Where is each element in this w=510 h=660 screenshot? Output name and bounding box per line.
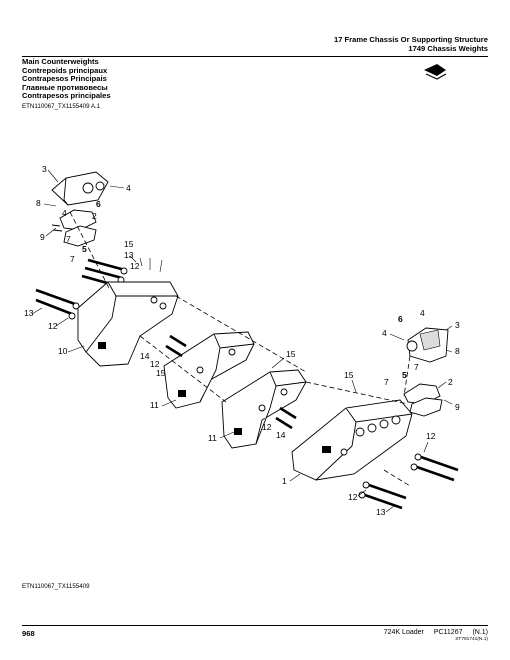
callout-15: 15 bbox=[124, 239, 134, 249]
header-rule bbox=[22, 56, 488, 57]
callout-3: 3 bbox=[42, 164, 47, 174]
callout-2b: 2 bbox=[448, 377, 453, 387]
section-title: 17 Frame Chassis Or Supporting Structure bbox=[333, 35, 488, 44]
callout-2: 2 bbox=[92, 211, 97, 221]
callout-13: 13 bbox=[124, 250, 134, 260]
counterweight-10 bbox=[77, 281, 179, 367]
bolt-set-left bbox=[35, 255, 163, 320]
model-name: 724K Loader bbox=[383, 629, 424, 636]
catalog-number: PC11267 bbox=[433, 629, 463, 636]
bolt-set-right bbox=[358, 453, 459, 510]
part-titles: Main Counterweights Contrepoids principa… bbox=[22, 57, 111, 101]
small-code: ST791741(N.1) bbox=[455, 637, 488, 642]
callout-6: 6 bbox=[96, 199, 101, 209]
callout-7: 7 bbox=[66, 234, 71, 244]
footer-rule bbox=[22, 625, 488, 626]
page-number: 968 bbox=[22, 629, 35, 638]
callout-11: 11 bbox=[150, 400, 159, 410]
callout-labels: 3 4 6 8 4 2 9 7 5 7 15 13 12 13 12 10 14… bbox=[24, 164, 460, 517]
callout-1: 1 bbox=[282, 476, 287, 486]
title-spanish: Contrapesos principales bbox=[22, 91, 111, 101]
callout-4c: 4 bbox=[420, 308, 425, 318]
counterweight-1 bbox=[291, 399, 413, 481]
callout-7c: 7 bbox=[414, 362, 419, 372]
callout-13b: 13 bbox=[24, 308, 34, 318]
footer-info: 724K Loader PC11267 (N.1) ST791741(N.1) bbox=[376, 629, 488, 643]
callout-12d: 12 bbox=[262, 422, 272, 432]
callout-12f: 12 bbox=[348, 492, 358, 502]
callout-5b: 5 bbox=[402, 370, 407, 380]
title-russian: Главные противовесы bbox=[22, 82, 108, 92]
title-english: Main Counterweights bbox=[22, 57, 99, 66]
callout-6b: 6 bbox=[398, 314, 403, 324]
bracket-assembly-right bbox=[403, 327, 449, 417]
callout-4d: 4 bbox=[382, 328, 387, 338]
reference-code-bottom: ETN110067_TX1155409 bbox=[22, 583, 90, 590]
callout-11b: 11 bbox=[208, 433, 217, 443]
callout-12c: 12 bbox=[150, 359, 160, 369]
bracket-assembly-left bbox=[51, 171, 109, 247]
callout-5: 5 bbox=[82, 244, 87, 254]
callout-12: 12 bbox=[130, 261, 140, 271]
callout-9b: 9 bbox=[455, 402, 460, 412]
callout-15c: 15 bbox=[286, 349, 296, 359]
book-icon bbox=[424, 64, 447, 80]
callout-8b: 8 bbox=[455, 346, 460, 356]
callout-8: 8 bbox=[36, 198, 41, 208]
callout-4: 4 bbox=[126, 183, 131, 193]
bolt-set-middle bbox=[165, 334, 297, 430]
callout-3b: 3 bbox=[455, 320, 460, 330]
title-french: Contrepoids principaux bbox=[22, 65, 108, 75]
callout-12e: 12 bbox=[426, 431, 436, 441]
callout-10: 10 bbox=[58, 346, 68, 356]
title-portuguese: Contrapesos Principais bbox=[22, 74, 107, 84]
callout-12b: 12 bbox=[48, 321, 58, 331]
reference-code-top: ETN110067_TX1155409 A.1 bbox=[22, 103, 101, 110]
callout-14b: 14 bbox=[276, 430, 286, 440]
counterweight-11-a bbox=[163, 331, 255, 409]
callout-15d: 15 bbox=[344, 370, 354, 380]
callout-7b: 7 bbox=[70, 254, 75, 264]
callout-4b: 4 bbox=[62, 208, 67, 218]
callout-13c: 13 bbox=[376, 507, 386, 517]
counterweight-11-b bbox=[221, 369, 307, 449]
callout-15b: 15 bbox=[156, 368, 166, 378]
callout-7d: 7 bbox=[384, 377, 389, 387]
callout-14: 14 bbox=[140, 351, 150, 361]
catalog-version: (N.1) bbox=[472, 629, 488, 636]
assembly-lines bbox=[69, 211, 411, 487]
group-title: 1749 Chassis Weights bbox=[408, 44, 488, 53]
callout-9: 9 bbox=[40, 232, 45, 242]
